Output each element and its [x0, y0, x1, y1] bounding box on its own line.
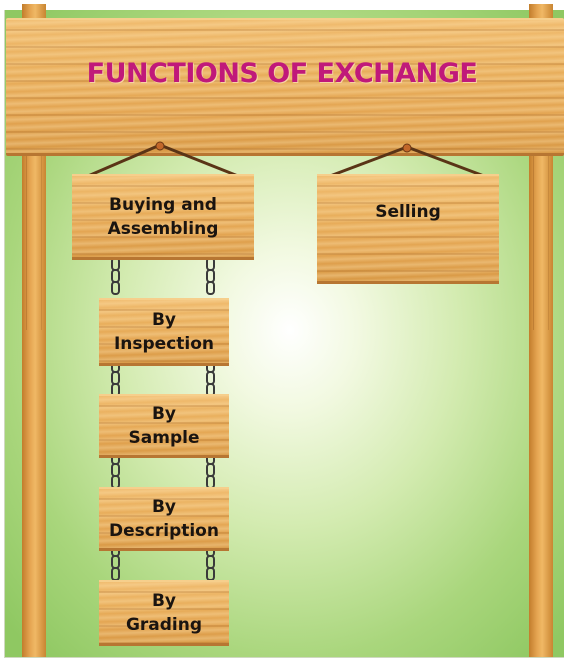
diagram-title: FUNCTIONS OF EXCHANGE — [86, 58, 478, 89]
sign-label: Selling — [375, 201, 441, 222]
sign-buying-and-assembling: Buying and Assembling — [72, 174, 254, 260]
hanging-rope — [406, 145, 485, 178]
nail-icon — [402, 143, 412, 153]
sign-by-grading: By Grading — [99, 580, 229, 646]
sign-by-sample: By Sample — [99, 394, 229, 458]
sign-selling: Selling — [317, 174, 499, 284]
sign-label: By Grading — [125, 590, 203, 635]
sign-label: By Sample — [128, 403, 200, 448]
sign-label: Buying and Assembling — [107, 194, 219, 239]
sign-by-inspection: By Inspection — [99, 298, 229, 366]
hanging-rope — [87, 143, 161, 178]
hanging-rope — [329, 145, 408, 178]
title-banner — [6, 18, 564, 156]
chain-icon — [111, 257, 215, 295]
sign-label: By Description — [109, 496, 219, 541]
sign-by-description: By Description — [99, 487, 229, 551]
nail-icon — [155, 141, 165, 151]
hanging-rope — [159, 143, 239, 178]
sign-label: By Inspection — [113, 309, 215, 354]
